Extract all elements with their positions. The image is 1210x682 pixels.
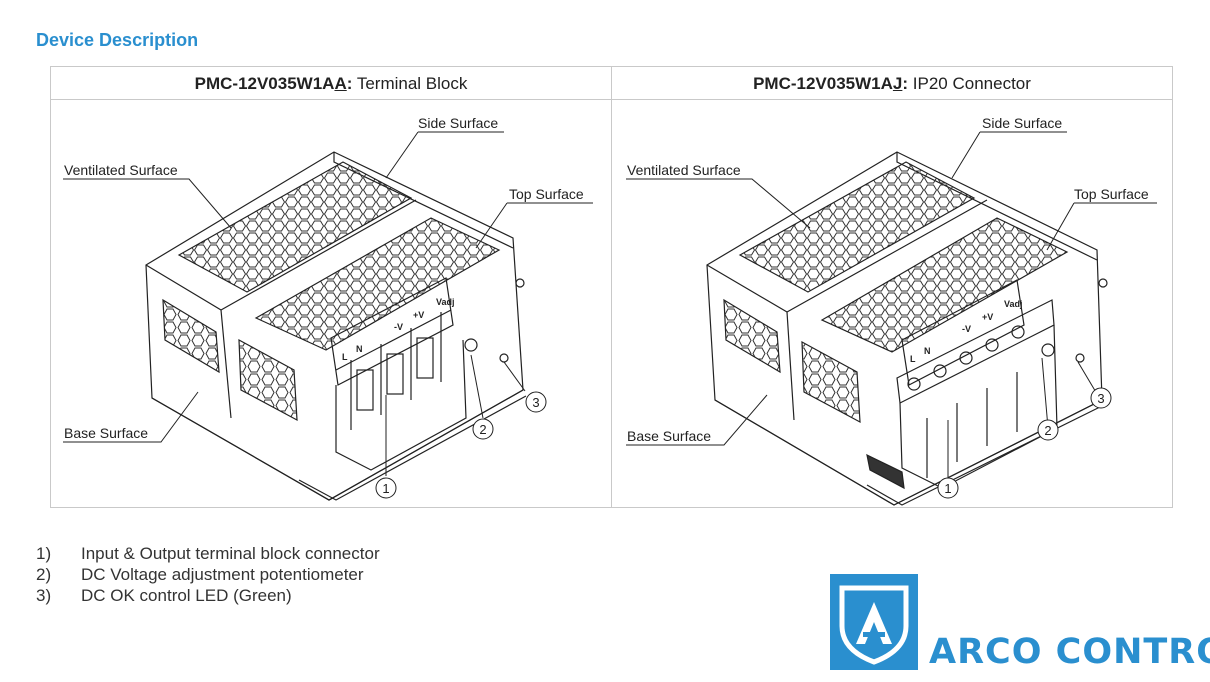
section-title: Device Description [36,30,199,50]
label-base-surface: Base Surface [627,428,711,444]
device-table: PMC-12V035W1AA: Terminal Block PMC-12V03… [50,66,1173,508]
terminal-label-l: L [910,354,916,364]
terminal-label-vadj: Vadj [436,297,455,307]
callout-3: 3 [532,395,539,410]
label-base-surface: Base Surface [64,425,148,441]
label-ventilated-surface: Ventilated Surface [627,162,741,178]
device-drawing-terminal-block: L N -V +V Vadj Side Surface Ventilated S… [63,115,593,501]
terminal-label-minus-v: -V [962,324,971,334]
terminal-label-n: N [924,346,931,356]
callout-3: 3 [1097,391,1104,406]
model-number: PMC-12V035W1AA: [194,74,353,93]
callout-circle-1 [375,477,397,499]
logo-text: ARCO CONTROL [929,632,1210,672]
column-header-ip20-connector: PMC-12V035W1AJ: IP20 Connector [612,67,1172,100]
list-item: 3)DC OK control LED (Green) [36,586,292,605]
notes-list: 1)Input & Output terminal block connecto… [36,543,380,606]
callout-circle-3 [1090,387,1112,409]
terminal-label-plus-v: +V [982,312,993,322]
shield-logo-icon [830,574,918,670]
variant-name: Terminal Block [356,74,468,93]
callout-circle-2 [1037,419,1059,441]
callout-circle-2 [472,418,494,440]
list-item: 1)Input & Output terminal block connecto… [36,544,380,563]
drawing-panel-terminal-block: L N -V +V Vadj Side Surface Ventilated S… [51,100,612,507]
column-header-terminal-block: PMC-12V035W1AA: Terminal Block [51,67,612,100]
callout-1: 1 [944,481,951,496]
model-number: PMC-12V035W1AJ: [753,74,909,93]
terminal-label-n: N [356,344,363,354]
arco-control-logo: ARCO CONTROL [830,574,1210,672]
terminal-label-plus-v: +V [413,310,424,320]
label-ventilated-surface: Ventilated Surface [64,162,178,178]
label-top-surface: Top Surface [509,186,584,202]
label-side-surface: Side Surface [418,115,498,131]
terminal-label-vadj: Vadj [1004,299,1023,309]
label-side-surface: Side Surface [982,115,1062,131]
terminal-label-l: L [342,352,348,362]
device-drawing-ip20-connector: L N -V +V Vadj Side Surface Ventilated S… [626,115,1157,506]
callout-1: 1 [382,481,389,496]
drawing-panel-ip20-connector: L N -V +V Vadj Side Surface Ventilated S… [612,100,1172,507]
variant-name: IP20 Connector [912,74,1031,93]
callout-2: 2 [1044,423,1051,438]
callout-2: 2 [479,422,486,437]
callout-circle-1 [937,477,959,499]
terminal-label-minus-v: -V [394,322,403,332]
list-item: 2)DC Voltage adjustment potentiometer [36,565,364,584]
label-top-surface: Top Surface [1074,186,1149,202]
callout-circle-3 [525,391,547,413]
